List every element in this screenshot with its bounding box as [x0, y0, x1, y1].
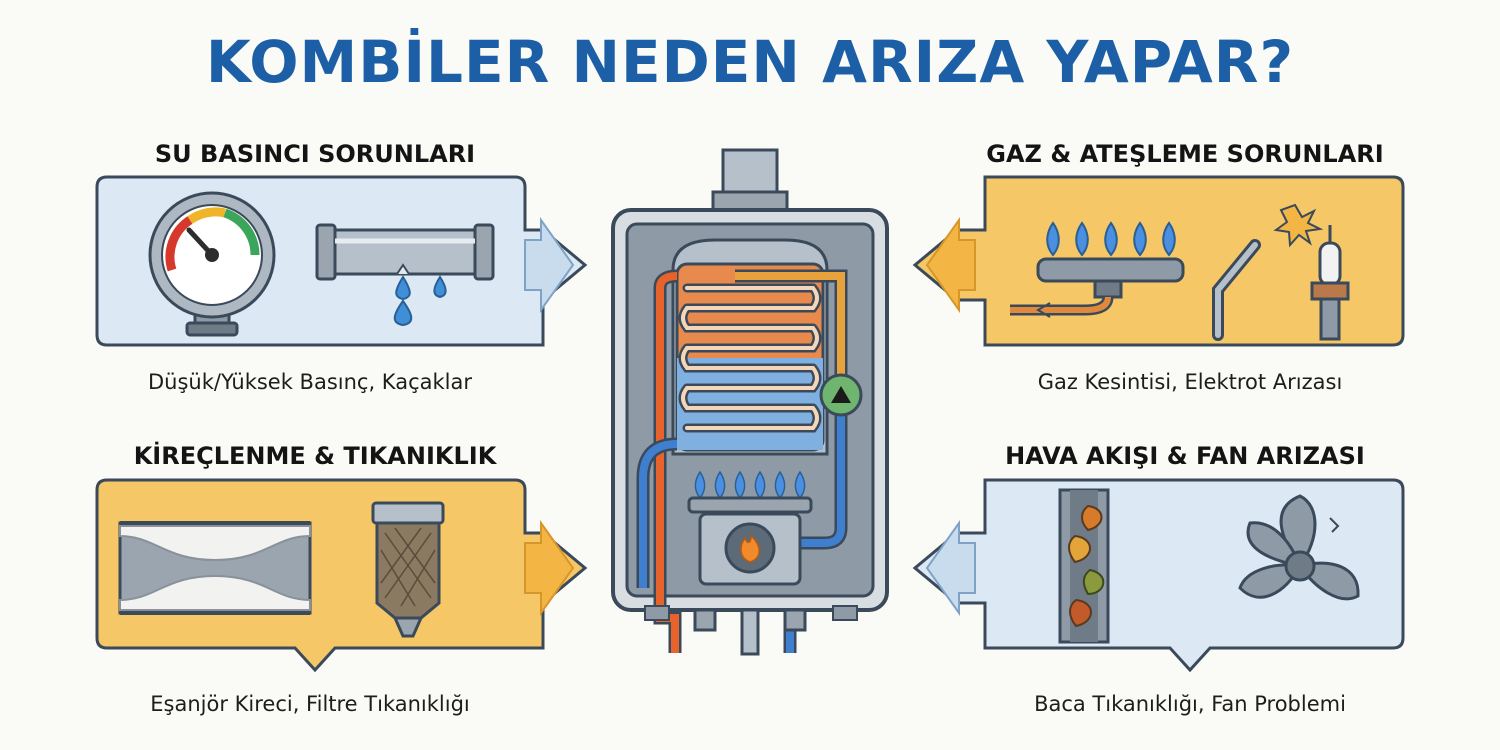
caption-scaling: Eşanjör Kireci, Filtre Tıkanıklığı — [150, 692, 470, 716]
section-title-scaling: KİREÇLENME & TIKANIKLIK — [133, 442, 497, 470]
scaling-panel — [95, 478, 590, 678]
section-title-gas-ignition: GAZ & ATEŞLEME SORUNLARI — [986, 140, 1384, 168]
page-title: KOMBİLER NEDEN ARIZA YAPAR? — [205, 28, 1295, 96]
airflow-panel — [910, 478, 1405, 678]
caption-gas-ignition: Gaz Kesintisi, Elektrot Arızası — [1037, 370, 1343, 394]
clogged-filter-icon — [371, 501, 445, 638]
boiler-illustration — [605, 148, 895, 668]
caption-airflow: Baca Tıkanıklığı, Fan Problemi — [1034, 692, 1346, 716]
scaled-pipe-icon — [118, 521, 312, 615]
water-pressure-panel — [95, 175, 590, 355]
caption-water-pressure: Düşük/Yüksek Basınç, Kaçaklar — [148, 370, 472, 394]
gas-burner-icon — [1010, 221, 1185, 318]
clogged-flue-icon — [1058, 488, 1110, 644]
section-title-water-pressure: SU BASINCI SORUNLARI — [154, 140, 476, 168]
pressure-gauge-icon — [148, 191, 276, 337]
gas-ignition-panel — [910, 175, 1405, 355]
leaking-pipe-icon — [315, 223, 495, 327]
section-title-airflow: HAVA AKIŞI & FAN ARIZASI — [1005, 442, 1365, 470]
broken-fan-icon — [1238, 494, 1360, 601]
ignition-electrode-icon — [1212, 203, 1350, 341]
